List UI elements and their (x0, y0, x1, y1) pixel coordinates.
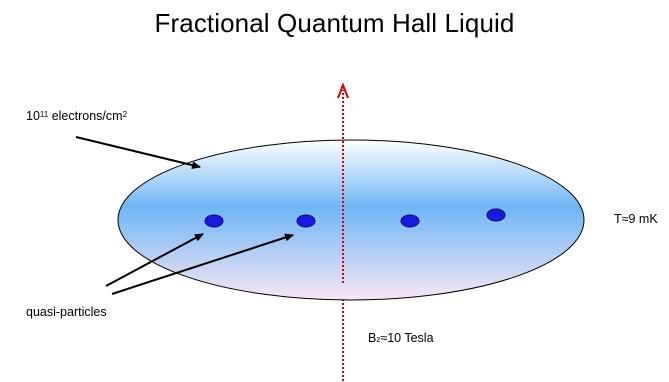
quasi-particle (486, 208, 506, 222)
magnetic-field-label: Bz≈10 Tesla (368, 330, 434, 346)
density-unit-exponent: 2 (122, 110, 128, 119)
field-arrowhead (337, 82, 349, 99)
density-unit: electrons/cm (48, 109, 123, 123)
quantum-hall-liquid (117, 139, 585, 301)
density-base: 10 (26, 109, 40, 123)
quasi-particle (204, 214, 224, 228)
density-exponent: 11 (39, 110, 49, 119)
quasi-particle (296, 214, 316, 228)
field-subscript: z (376, 335, 381, 344)
temperature-label: T≈9 mK (614, 212, 658, 226)
field-symbol: B (368, 331, 377, 345)
quasi-particle-pointer-left (105, 233, 204, 287)
quasi-particles-label: quasi-particles (26, 305, 107, 319)
electron-density-pointer (75, 136, 201, 170)
quasi-particle (400, 214, 420, 228)
diagram-title: Fractional Quantum Hall Liquid (154, 8, 515, 38)
electron-density-label: 1011 electrons/cm2 (26, 108, 127, 124)
field-value: ≈10 Tesla (380, 331, 434, 345)
quasi-particle-pointer-right (111, 233, 294, 295)
